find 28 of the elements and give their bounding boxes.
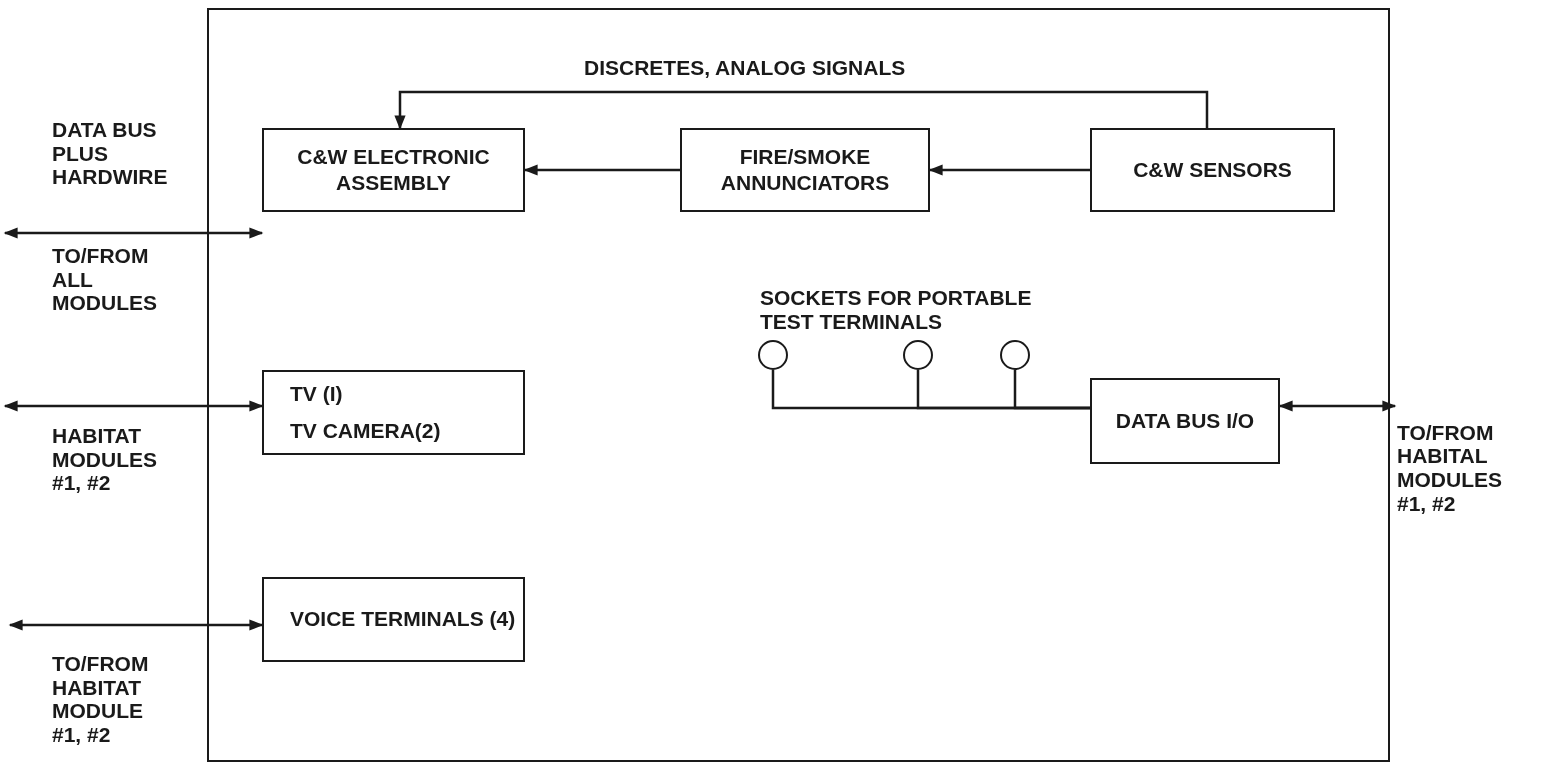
arrow	[3, 400, 264, 412]
arrow	[394, 90, 1209, 130]
process-box	[1090, 378, 1280, 464]
box-label: VOICE TERMINALS (4)	[290, 606, 516, 633]
process-box	[680, 128, 930, 212]
box-label: TV (I)	[290, 381, 343, 408]
socket-circle	[758, 340, 788, 370]
annotation-text: HABITAT MODULES #1, #2	[52, 424, 158, 495]
annotation-text: DATA BUS PLUS HARDWIRE	[52, 118, 169, 189]
connector-line	[1013, 370, 1090, 410]
box-label: TV CAMERA(2)	[290, 417, 441, 444]
arrow	[8, 619, 264, 631]
box-label: C&W ELECTRONIC ASSEMBLY	[296, 143, 491, 196]
annotation-text: TO/FROM ALL MODULES	[52, 244, 158, 315]
process-box	[262, 128, 525, 212]
arrow	[3, 227, 264, 239]
socket-circle	[903, 340, 933, 370]
box-label: C&W SENSORS	[1133, 156, 1292, 183]
process-box	[262, 577, 525, 662]
socket-circle	[1000, 340, 1030, 370]
process-box	[1090, 128, 1335, 212]
annotation-text: TO/FROM HABITAL MODULES #1, #2	[1397, 420, 1503, 516]
process-box	[262, 370, 525, 455]
box-label: FIRE/SMOKE ANNUNCIATORS	[719, 143, 891, 196]
box-label: DATA BUS I/O	[1115, 407, 1255, 434]
annotation-text: SOCKETS FOR PORTABLE TEST TERMINALS	[760, 286, 1033, 334]
annotation-text: TO/FROM HABITAT MODULE #1, #2	[52, 652, 150, 747]
enclosure-box	[207, 8, 1390, 762]
